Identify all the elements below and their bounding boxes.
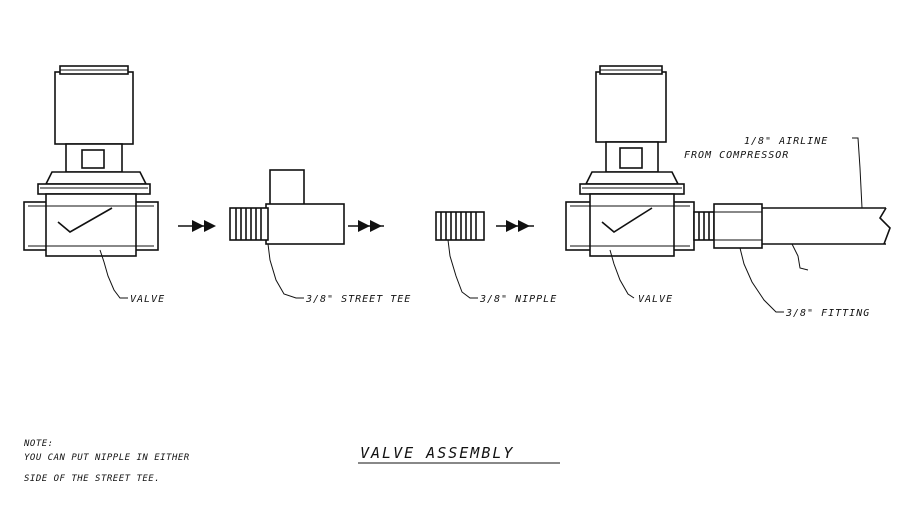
street-tee	[229, 169, 345, 245]
arrow-1	[178, 220, 216, 232]
note-heading: NOTE:	[23, 439, 54, 449]
label-nipple: 3/8" NIPPLE	[479, 294, 557, 305]
leaders	[99, 137, 863, 313]
drawing-title: VALVE ASSEMBLY	[360, 444, 514, 462]
arrow-3	[496, 220, 534, 232]
tee-threads	[235, 208, 262, 240]
label-airline-2: FROM COMPRESSOR	[684, 150, 789, 161]
left-valve	[23, 65, 159, 257]
note-line-1: YOU CAN PUT NIPPLE IN EITHER	[24, 453, 190, 463]
arrow-2	[348, 220, 384, 232]
note-line-2: SIDE OF THE STREET TEE.	[24, 474, 160, 484]
right-valve	[565, 65, 695, 257]
label-valve-left: VALVE	[130, 294, 165, 305]
nipple	[435, 211, 485, 241]
label-valve-right: VALVE	[638, 294, 673, 305]
label-fitting: 3/8" FITTING	[785, 308, 870, 319]
right-fitting	[693, 203, 763, 249]
label-airline-1: 1/8" AIRLINE	[744, 136, 828, 147]
airline-tube	[762, 207, 891, 245]
label-street-tee: 3/8" STREET TEE	[305, 294, 411, 305]
